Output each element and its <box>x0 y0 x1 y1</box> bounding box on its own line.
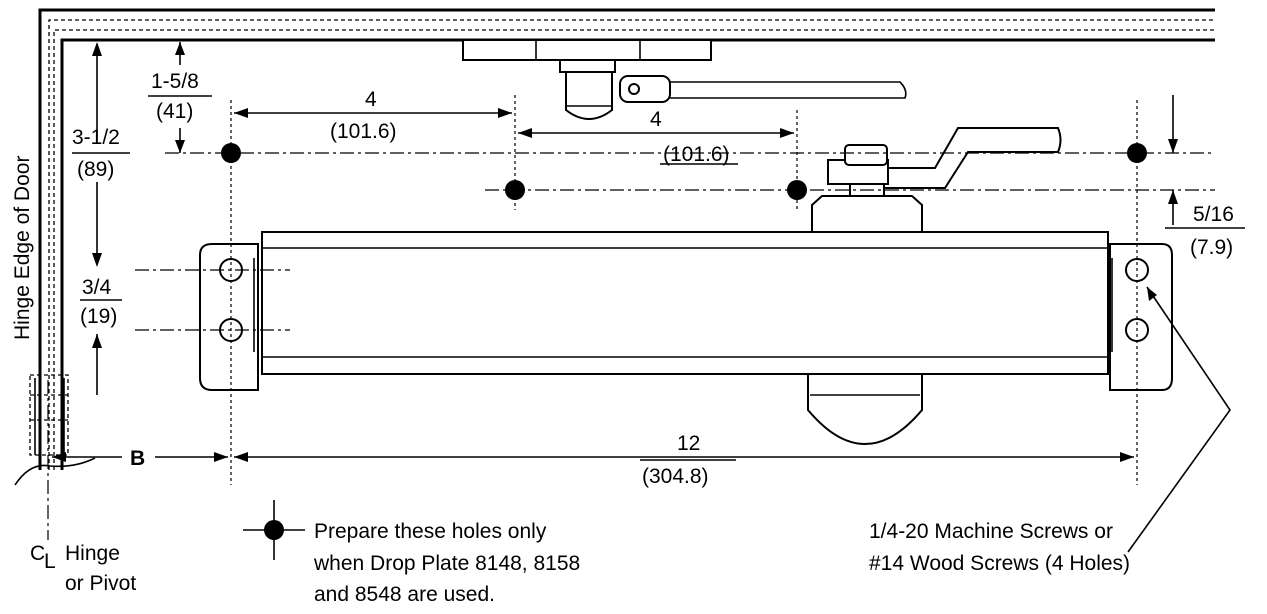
note-line-1: Prepare these holes only <box>314 520 547 543</box>
drop-plate-holes <box>221 143 1147 200</box>
dimension-lines <box>52 42 1245 560</box>
dim-4-left-label: 4 <box>365 88 377 111</box>
screws-line-2: #14 Wood Screws (4 Holes) <box>869 552 1130 575</box>
centerline-symbol: C <box>30 542 45 565</box>
drop-hole-right <box>1127 143 1147 163</box>
drop-hole-left <box>221 143 241 163</box>
centerlines <box>135 95 1215 485</box>
hinge-pivot-symbol <box>14 374 96 540</box>
dim-304-8-label: (304.8) <box>642 465 709 488</box>
main-arm <box>827 127 1062 197</box>
dim-19-label: (19) <box>80 305 117 328</box>
dim-4-right-label: 4 <box>650 108 662 131</box>
note-line-2: when Drop Plate 8148, 8158 <box>313 552 580 575</box>
or-pivot-label: or Pivot <box>65 572 136 595</box>
hinge-edge-label: Hinge Edge of Door <box>11 156 34 340</box>
drop-hole-mid-right <box>787 180 807 200</box>
drop-hole-mid-left <box>505 180 525 200</box>
hinge-label: Hinge <box>65 542 120 565</box>
centerline-symbol-sub: L <box>44 550 56 573</box>
dim-89-label: (89) <box>77 158 114 181</box>
dim-41-label: (41) <box>156 100 193 123</box>
dim-b-label: B <box>130 447 145 470</box>
door-frame <box>38 8 1215 470</box>
dim-7-9-label: (7.9) <box>1190 236 1233 259</box>
dim-5-16-label: 5/16 <box>1193 203 1234 226</box>
dim-1-5-8-label: 1-5/8 <box>151 70 199 93</box>
dim-3-4-label: 3/4 <box>82 276 112 299</box>
dim-3-1-2-label: 3-1/2 <box>72 126 120 149</box>
screws-line-1: 1/4-20 Machine Screws or <box>869 520 1113 543</box>
drop-plate-top <box>462 39 907 120</box>
note-line-3: and 8548 are used. <box>314 583 495 606</box>
dim-101-6-left-label: (101.6) <box>330 120 397 143</box>
dim-101-6-right-label: (101.6) <box>663 143 730 166</box>
dim-12-label: 12 <box>677 432 700 455</box>
closer-body <box>199 195 1173 445</box>
